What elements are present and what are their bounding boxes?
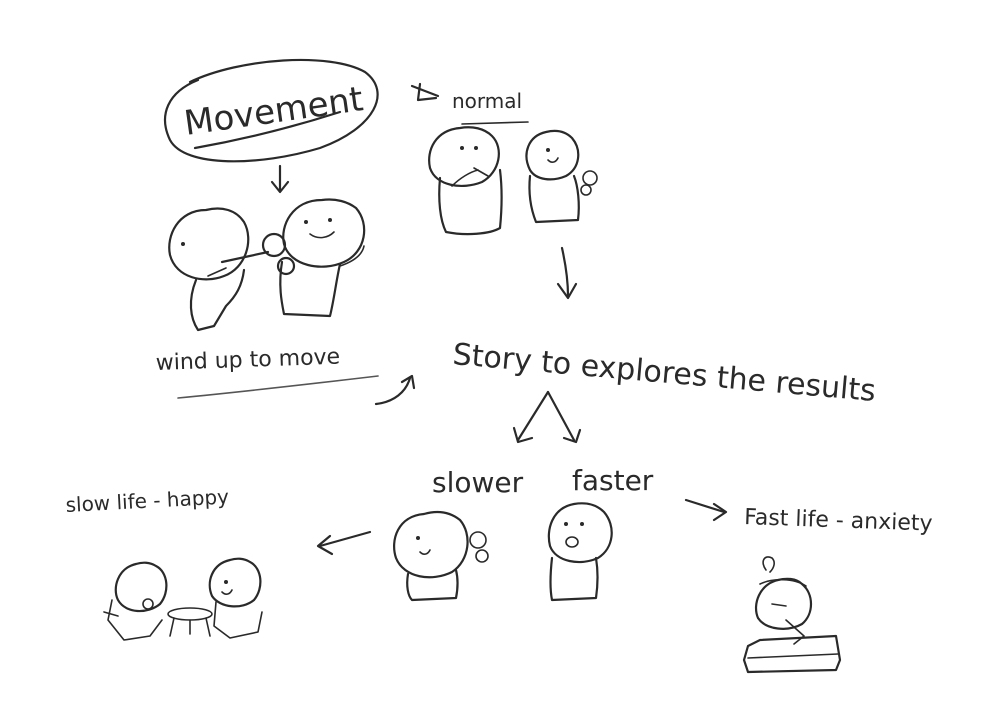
slow-life-label: slow life - happy	[65, 484, 230, 517]
arrow-to-slow-life	[316, 530, 372, 556]
movement-bubble: Movement	[163, 58, 379, 163]
arrow-to-story	[556, 246, 578, 300]
fast-life-label: Fast life - anxiety	[744, 505, 933, 537]
arrow-to-fast-life	[684, 498, 728, 522]
faster-figure-illustration	[547, 502, 613, 602]
slower-figure-illustration	[393, 510, 489, 602]
normal-divider	[461, 121, 529, 125]
fork-arrows	[512, 390, 582, 444]
story-label: Story to explores the results	[451, 337, 877, 409]
wind-up-underline	[177, 375, 379, 399]
arrow-to-normal	[410, 82, 440, 102]
faster-label: faster	[572, 464, 654, 497]
windup-figures-illustration	[168, 198, 366, 332]
arrow-down-windup	[270, 164, 290, 194]
arrow-windup-to-story	[374, 374, 416, 406]
normal-figures-illustration	[428, 126, 598, 236]
fast-life-illustration	[742, 556, 842, 674]
normal-label: normal	[452, 89, 522, 113]
slow-life-illustration	[103, 557, 263, 641]
slower-label: slower	[432, 466, 524, 499]
wind-up-label: wind up to move	[155, 345, 340, 376]
movement-underline	[193, 110, 342, 150]
